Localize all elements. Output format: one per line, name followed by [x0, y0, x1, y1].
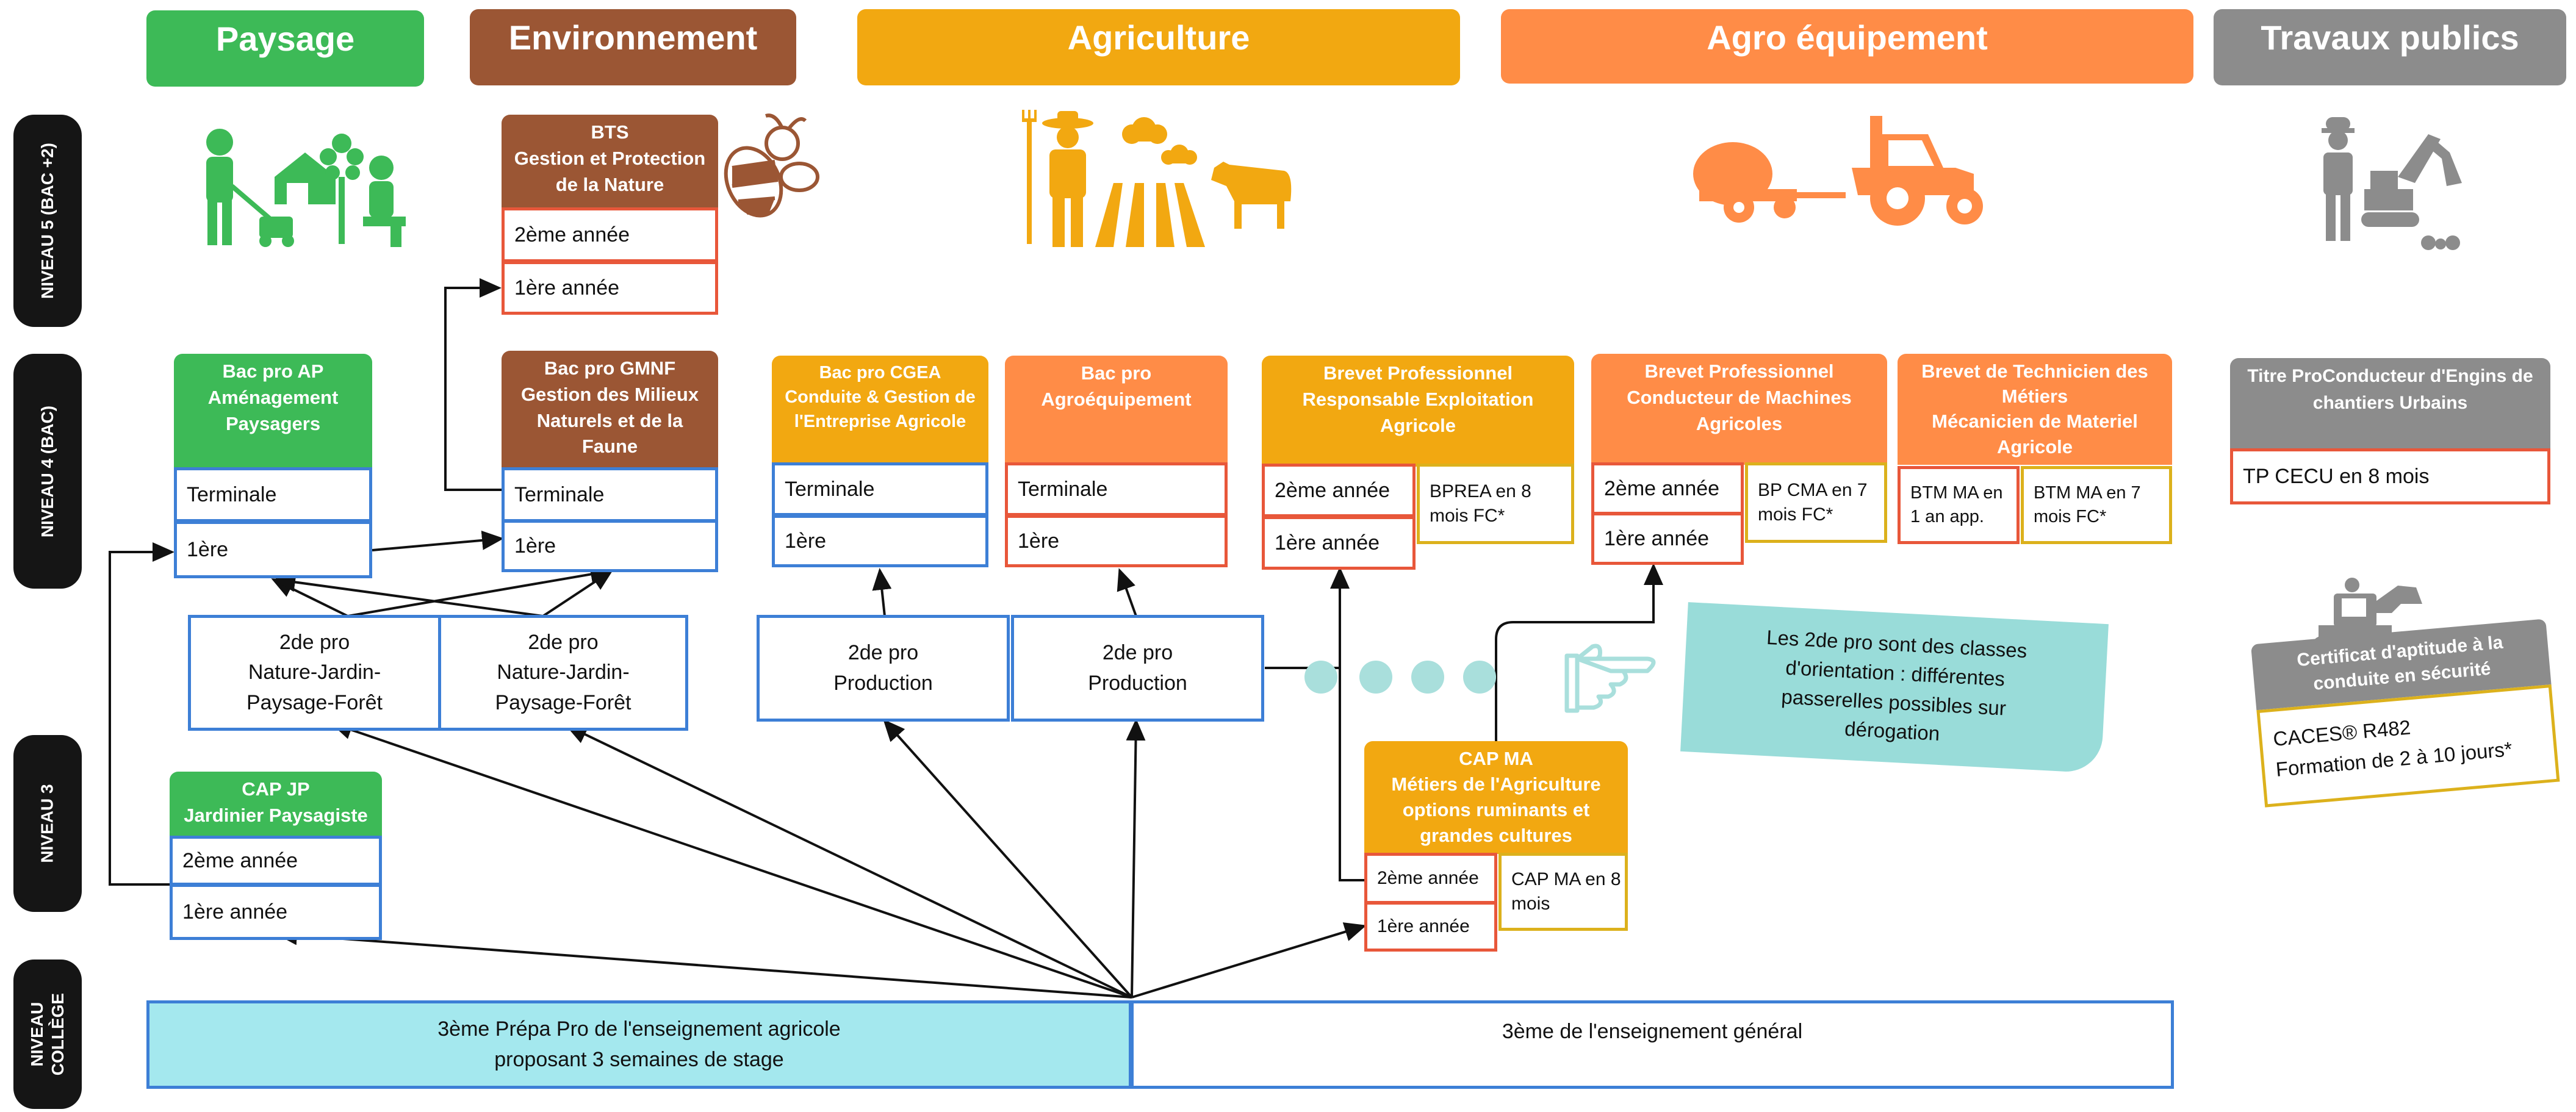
pointing-hand-icon: [1564, 644, 1656, 713]
bts-2eme-annee: 2ème année: [502, 207, 718, 262]
bp-cma-1ere-annee: 1ère année: [1591, 512, 1744, 565]
header-travaux-publics: Travaux publics: [2214, 9, 2566, 85]
arrow-capma-bpcma: [1495, 563, 1663, 743]
level-niveau-3: NIVEAU 3: [13, 735, 82, 912]
bac-pro-ap-1ere: 1ère: [174, 521, 372, 578]
bac-pro-gmnf-title: Bac pro GMNF Gestion des Milieux Naturel…: [502, 351, 718, 470]
bee-icon: [724, 113, 819, 218]
level-college: NIVEAU COLLÈGE: [13, 960, 82, 1109]
arrow-njpf1-gmnf: [347, 564, 613, 617]
worker-excavator-icon: [2322, 117, 2462, 250]
bac-pro-agro-1ere: 1ère: [1005, 515, 1228, 567]
bac-pro-cgea-1ere: 1ère: [772, 515, 988, 567]
orientation-dots: [1304, 661, 1496, 694]
bac-pro-agro-title: Bac pro Agroéquipement: [1005, 356, 1228, 465]
bac-pro-ap-terminale: Terminale: [174, 467, 372, 522]
gardeners-icon: [206, 129, 406, 247]
level-niveau-5-label: NIVEAU 5 (BAC +2): [38, 143, 57, 299]
level-niveau-3-label: NIVEAU 3: [38, 784, 57, 863]
cap-ma-title: CAP MA Métiers de l'Agriculture options …: [1364, 741, 1628, 854]
farmer-field-cow-icon: [1022, 110, 1292, 247]
cap-jp-2eme-annee: 2ème année: [170, 836, 382, 886]
cap-ma-8-mois: CAP MA en 8 mois: [1498, 853, 1628, 931]
bp-cma-title: Brevet Professionnel Conducteur de Machi…: [1591, 354, 1887, 465]
bp-rea-2eme-annee: 2ème année: [1262, 464, 1416, 517]
header-paysage: Paysage: [146, 10, 424, 87]
arrow-prod2-bprea: [1265, 567, 1350, 669]
orientation-note: Les 2de pro sont des classes d'orientati…: [1680, 602, 2109, 773]
bp-rea-fc: BPREA en 8 mois FC*: [1417, 464, 1574, 544]
arrow-capma-bprea: [1339, 573, 1365, 881]
cap-jp-title: CAP JP Jardinier Paysagiste: [170, 772, 382, 839]
bp-cma-fc: BP CMA en 7 mois FC*: [1745, 462, 1887, 543]
tp-cecu-title: Titre ProConducteur d'Engins de chantier…: [2230, 358, 2550, 450]
cap-ma-1ere-annee: 1ère année: [1364, 902, 1497, 952]
arrow-ap-gmnf: [372, 530, 504, 551]
arrow-gmnf-bts: [444, 278, 502, 491]
btm-ma-apprentissage: BTM MA en 1 an app.: [1898, 466, 2020, 544]
level-niveau-4-label: NIVEAU 4 (BAC): [38, 405, 57, 537]
bac-pro-agro-terminale: Terminale: [1005, 462, 1228, 516]
bac-pro-gmnf-terminale: Terminale: [502, 467, 718, 522]
tractor-baler-icon: [1693, 116, 1983, 226]
seconde-production-1: 2de pro Production: [757, 615, 1010, 722]
bts-1ere-annee: 1ère année: [502, 261, 718, 315]
header-agro-equipement: Agro équipement: [1501, 9, 2193, 84]
college-prepa-pro: 3ème Prépa Pro de l'enseignement agricol…: [146, 1000, 1132, 1089]
btm-ma-title: Brevet de Technicien des Métiers Mécanic…: [1898, 354, 2172, 465]
college-general: 3ème de l'enseignement général: [1131, 1000, 2174, 1089]
tp-cecu-cell: TP CECU en 8 mois: [2230, 448, 2550, 504]
arrow-college-prod1: [883, 719, 1133, 999]
arrow-njpf2-gmnf: [542, 569, 614, 617]
arrow-college-njpf2: [565, 725, 1132, 999]
arrow-capjp-ap: [109, 542, 174, 886]
arrow-college-prod2: [1126, 719, 1146, 998]
seconde-production-2: 2de pro Production: [1011, 615, 1264, 722]
btm-ma-fc: BTM MA en 7 mois FC*: [2021, 466, 2172, 544]
bac-pro-gmnf-1ere: 1ère: [502, 520, 718, 572]
header-agriculture: Agriculture: [857, 9, 1460, 85]
bp-rea-title: Brevet Professionnel Responsable Exploit…: [1262, 356, 1574, 467]
bts-gpn-title: BTS Gestion et Protection de la Nature: [502, 115, 718, 209]
cap-jp-1ere-annee: 1ère année: [170, 884, 382, 940]
cap-ma-2eme-annee: 2ème année: [1364, 853, 1497, 904]
seconde-njpf-2: 2de pro Nature-Jardin- Paysage-Forêt: [438, 615, 688, 731]
level-niveau-4: NIVEAU 4 (BAC): [13, 354, 82, 589]
bac-pro-cgea-title: Bac pro CGEA Conduite & Gestion de l'Ent…: [772, 356, 988, 465]
header-environnement: Environnement: [470, 9, 796, 85]
bp-rea-1ere-annee: 1ère année: [1262, 516, 1416, 570]
arrow-njpf2-ap: [273, 572, 544, 617]
arrow-prod1-cgea: [872, 568, 892, 617]
level-college-label: NIVEAU COLLÈGE: [27, 992, 67, 1076]
arrow-college-capma: [1131, 922, 1367, 999]
arrow-college-njpf1: [330, 720, 1132, 999]
arrow-college-capjp: [275, 925, 1132, 999]
caces-card: Certificat d'aptitude à la conduite en s…: [2250, 619, 2560, 811]
bac-pro-ap-title: Bac pro AP Aménagement Paysagers: [174, 354, 372, 470]
bp-cma-2eme-annee: 2ème année: [1591, 462, 1744, 515]
seconde-njpf-1: 2de pro Nature-Jardin- Paysage-Forêt: [188, 615, 441, 731]
bac-pro-cgea-terminale: Terminale: [772, 462, 988, 516]
level-niveau-5: NIVEAU 5 (BAC +2): [13, 115, 82, 327]
arrow-prod2-agro: [1117, 568, 1137, 617]
